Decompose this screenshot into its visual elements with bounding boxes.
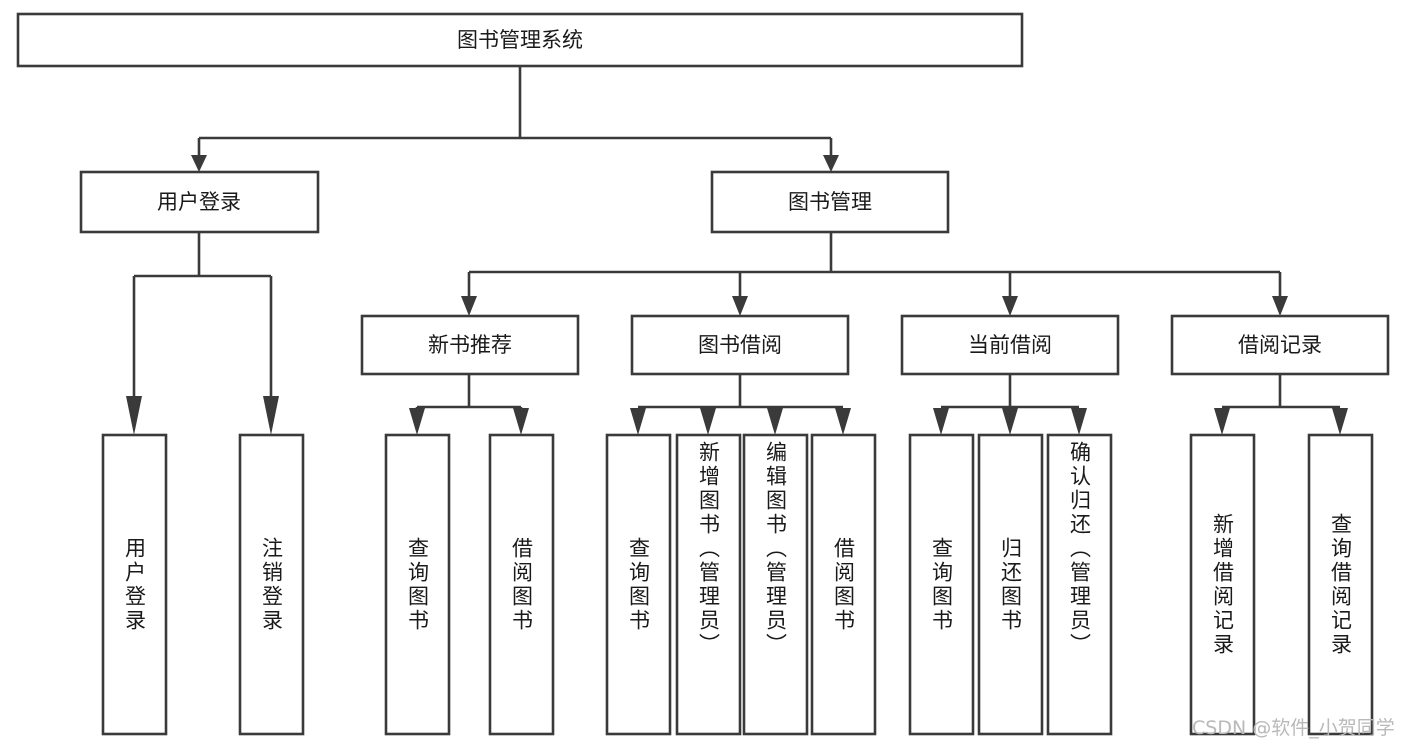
node-leaf-query-book-2[interactable] (605, 433, 672, 736)
arrow-leaf-query-record (1332, 408, 1348, 435)
node-leaf-confirm-return[interactable] (1046, 433, 1113, 736)
node-leaf-add-book[interactable] (675, 433, 742, 736)
node-book-borrow[interactable]: 图书借阅 (630, 314, 850, 376)
arrow-leaf-borrow-book-1 (513, 408, 529, 435)
node-book-management-label: 图书管理 (788, 190, 872, 214)
arrow-leaf-logout (263, 396, 279, 435)
node-leaf-query-record[interactable] (1307, 433, 1374, 736)
node-book-borrow-label: 图书借阅 (698, 333, 782, 357)
node-new-book-recommend[interactable]: 新书推荐 (360, 314, 580, 376)
node-leaf-logout[interactable] (238, 433, 305, 736)
node-leaf-add-record[interactable] (1189, 433, 1256, 736)
arrow-leaf-user-login (126, 396, 142, 435)
nodes-layer: 图书管理系统 用户登录 图书管理 新书推荐 图书借阅 当前 (16, 12, 1390, 736)
node-leaf-query-book-1[interactable] (384, 433, 451, 736)
node-book-management[interactable]: 图书管理 (710, 170, 950, 234)
node-leaf-user-login[interactable] (101, 433, 168, 736)
node-leaf-borrow-book-2[interactable] (810, 433, 877, 736)
arrow-current-borrow (1002, 296, 1018, 316)
arrow-leaf-borrow-book-2 (835, 408, 851, 435)
node-borrow-record-label: 借阅记录 (1238, 333, 1322, 357)
arrow-leaf-edit-book (767, 408, 783, 435)
node-leaf-query-book-3[interactable] (908, 433, 975, 736)
node-current-borrow[interactable]: 当前借阅 (900, 314, 1120, 376)
arrow-leaf-query-book-2 (630, 408, 646, 435)
node-root-label: 图书管理系统 (457, 28, 583, 52)
node-leaf-edit-book[interactable] (742, 433, 809, 736)
arrow-new-book-recommend (461, 296, 477, 316)
node-new-book-recommend-label: 新书推荐 (428, 333, 512, 357)
node-leaf-return-book[interactable] (977, 433, 1044, 736)
arrow-leaf-confirm-return (1071, 408, 1087, 435)
arrow-leaf-return-book (1002, 408, 1018, 435)
arrow-book-management (823, 155, 839, 172)
edges-layer (126, 66, 1348, 435)
node-root[interactable]: 图书管理系统 (16, 12, 1024, 68)
node-leaf-borrow-book-1[interactable] (488, 433, 555, 736)
arrow-leaf-add-record (1214, 408, 1230, 435)
node-borrow-record[interactable]: 借阅记录 (1170, 314, 1390, 376)
arrow-leaf-query-book-1 (409, 408, 425, 435)
arrow-user-login (191, 155, 207, 172)
node-user-login-label: 用户登录 (157, 190, 241, 214)
arrow-borrow-record (1272, 296, 1288, 316)
arrow-leaf-add-book (700, 408, 716, 435)
node-current-borrow-label: 当前借阅 (968, 333, 1052, 357)
arrow-leaf-query-book-3 (933, 408, 949, 435)
arrow-book-borrow (732, 296, 748, 316)
node-user-login[interactable]: 用户登录 (79, 170, 320, 234)
